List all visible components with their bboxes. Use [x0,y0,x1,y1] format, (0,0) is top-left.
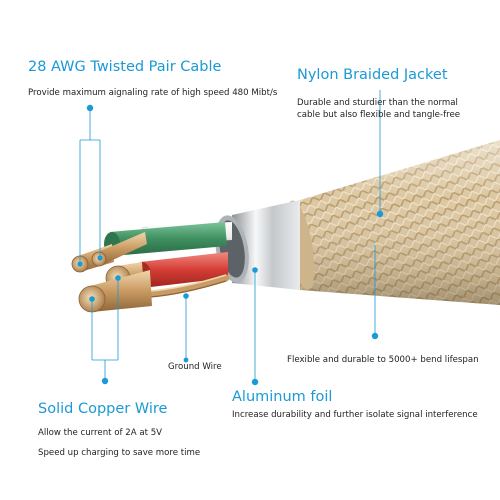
copper-strands-bottom [78,270,152,313]
nylon-braided-jacket [285,140,500,305]
nylon-jacket-description: Durable and sturdier than the normal cab… [297,98,461,120]
solid-copper-description-1: Allow the current of 2A at 5V [38,428,163,438]
aluminum-foil-title: Aluminum foil [232,389,333,405]
flexible-description: Flexible and durable to 5000+ bend lifes… [287,355,479,365]
aluminum-foil-description: Increase durability and further isolate … [232,410,478,420]
ground-wire-label: Ground Wire [168,362,222,372]
twisted-pair-description: Provide maximum aignaling rate of high s… [28,88,278,98]
solid-copper-title: Solid Copper Wire [38,401,168,417]
ground-wire-strands [146,274,230,298]
leader-dots [77,104,384,386]
leader-lines [79,90,381,382]
nylon-jacket-title: Nylon Braided Jacket [297,67,448,83]
twisted-pair-title: 28 AWG Twisted Pair Cable [28,59,222,75]
solid-copper-description-2: Speed up charging to save more time [38,448,201,458]
